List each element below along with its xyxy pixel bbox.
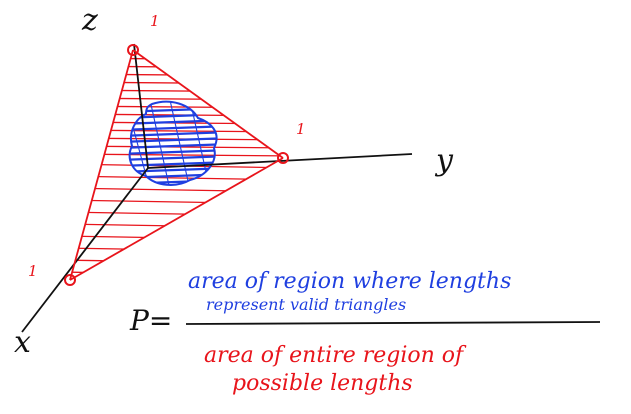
- denominator-line-1: area of entire region of: [204, 343, 467, 368]
- intercept-points: [64, 44, 289, 286]
- x-intercept-point: [64, 274, 76, 286]
- x-axis-label: x: [14, 325, 31, 360]
- z-intercept-point: [127, 44, 139, 56]
- numerator-line-2: represent valid triangles: [206, 295, 406, 314]
- z-tick-label: 1: [150, 12, 160, 30]
- formula-lhs: P=: [129, 304, 172, 337]
- valid-triangle-region: [128, 100, 218, 186]
- x-axis: [21, 167, 149, 333]
- y-intercept-point: [277, 152, 289, 164]
- y-axis-label: y: [434, 143, 454, 178]
- z-axis-label: z: [81, 3, 98, 38]
- numerator-line-1: area of region where lengths: [188, 269, 511, 294]
- fraction-bar: [185, 321, 601, 325]
- simplex-triangle: [69, 49, 284, 281]
- denominator-line-2: possible lengths: [232, 371, 413, 396]
- x-tick-label: 1: [28, 262, 38, 280]
- z-axis: [133, 43, 149, 169]
- y-tick-label: 1: [296, 120, 306, 138]
